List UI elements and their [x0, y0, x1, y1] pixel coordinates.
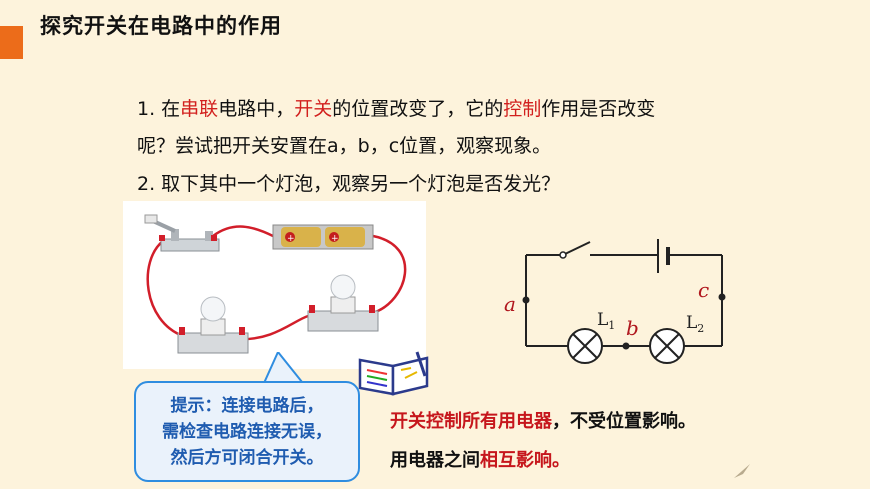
title-accent-bar — [0, 26, 23, 59]
q1-keyword-switch: 开关 — [294, 98, 333, 120]
bulb-holder-2 — [307, 274, 379, 332]
hint-line-3: 然后方可闭合开关。 — [170, 448, 324, 468]
conclusion-2-prefix: 用电器之间 — [390, 450, 480, 471]
svg-text:+: + — [331, 234, 339, 244]
knife-switch — [144, 214, 220, 252]
q1-keyword-series: 串联 — [180, 98, 219, 120]
q1-keyword-control: 控制 — [503, 98, 542, 120]
bulb-holder-1 — [177, 296, 249, 354]
q1-mid-2: 的位置改变了，它的 — [332, 98, 504, 120]
page-title: 探究开关在电路中的作用 — [40, 14, 282, 38]
node-a — [522, 296, 530, 304]
switch-blade — [564, 241, 591, 255]
q1-prefix: 1. 在 — [137, 98, 181, 120]
circuit-photo: + + — [123, 201, 426, 369]
svg-text:+: + — [287, 234, 295, 244]
book-icon — [358, 351, 429, 396]
lamp-l2-symbol — [649, 328, 685, 364]
node-c — [718, 293, 726, 301]
circuit-photo-illustration: + + — [144, 214, 407, 354]
q1-mid-1: 电路中， — [218, 98, 295, 120]
conclusion-2-keyword: 相互影响。 — [480, 450, 570, 471]
label-b: b — [626, 316, 639, 340]
hint-box: 提示：连接电路后， 需检查电路连接无误， 然后方可闭合开关。 — [134, 381, 360, 482]
question-1-line-2: 呢？尝试把开关安置在a，b，c位置，观察现象。 — [137, 135, 552, 157]
node-b — [622, 342, 630, 350]
conclusion-1-keyword: 开关控制所有用电器 — [390, 411, 552, 432]
battery-pack: + + — [272, 224, 374, 250]
circuit-schematic: a c b L1 L2 — [504, 239, 726, 364]
label-l2: L2 — [686, 313, 704, 335]
hint-line-1: 提示：连接电路后， — [170, 396, 324, 416]
switch-pivot — [559, 251, 567, 259]
label-c: c — [698, 278, 709, 302]
hint-line-2: 需检查电路连接无误， — [162, 422, 332, 442]
conclusion-2: 用电器之间相互影响。 — [390, 446, 570, 472]
label-a: a — [504, 292, 516, 316]
lamp-l1-symbol — [567, 328, 603, 364]
conclusion-1: 开关控制所有用电器，不受位置影响。 — [390, 407, 696, 433]
question-2: 2. 取下其中一个灯泡，观察另一个灯泡是否发光？ — [137, 173, 561, 195]
label-l1: L1 — [597, 310, 615, 332]
conclusion-1-rest: ，不受位置影响。 — [552, 411, 696, 432]
corner-arrow-icon[interactable] — [732, 462, 752, 480]
q1-end: 作用是否改变 — [541, 98, 656, 120]
question-1-line-1: 1. 在串联电路中，开关的位置改变了，它的控制作用是否改变 — [137, 96, 655, 122]
